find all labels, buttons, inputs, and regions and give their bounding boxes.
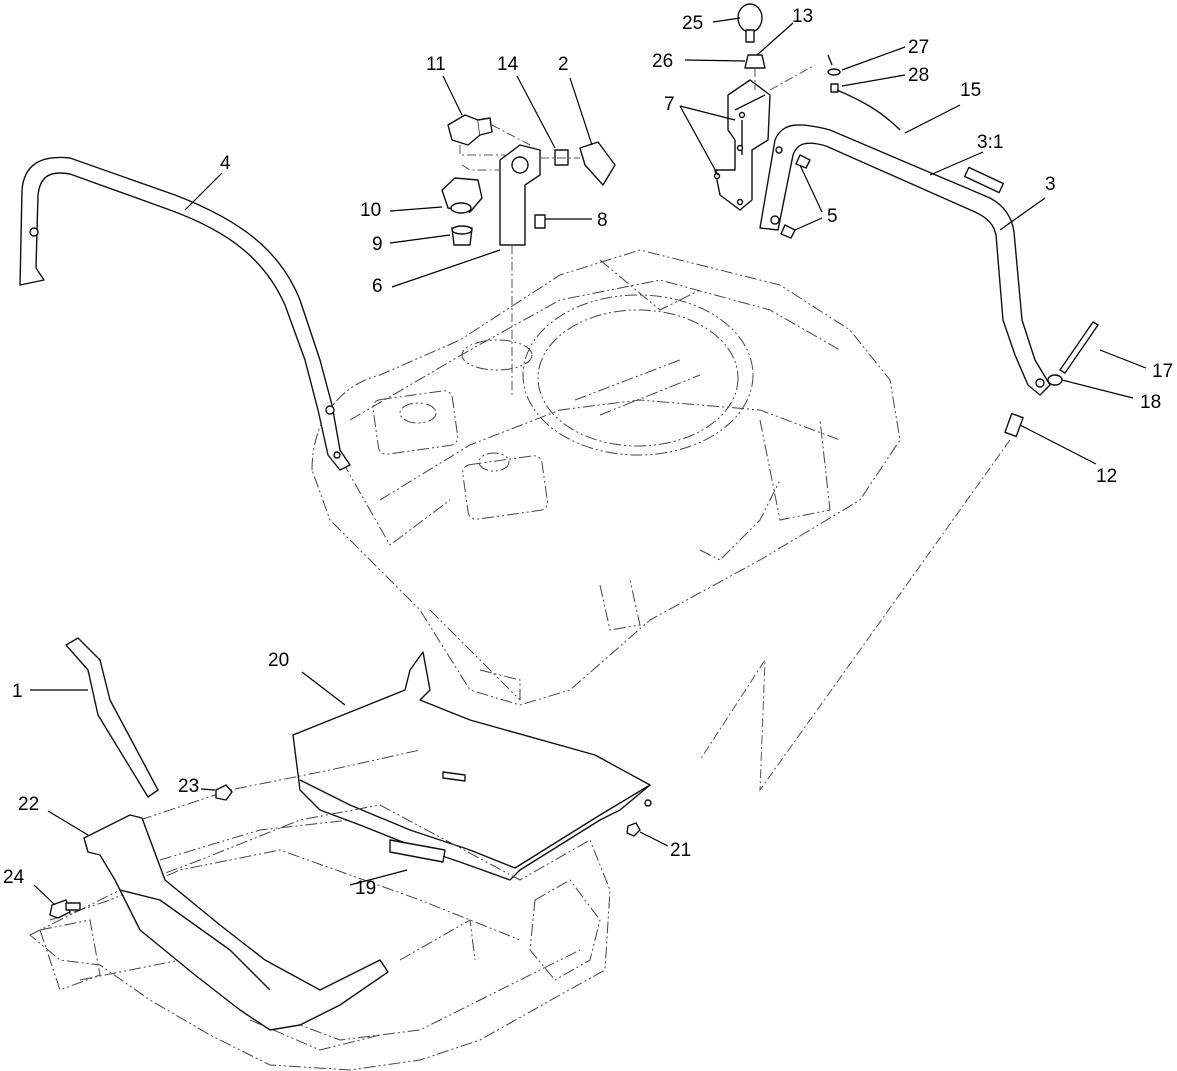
callout-6: 6 (372, 276, 383, 297)
callout-8: 8 (597, 210, 608, 231)
hoop-3 (759, 124, 1051, 396)
callout-4: 4 (220, 153, 231, 174)
callout-15: 15 (960, 80, 981, 101)
leader-lines (30, 17, 1147, 906)
pin-17 (699, 321, 1099, 792)
callout-3-1: 3:1 (977, 132, 1003, 153)
callout-10: 10 (360, 200, 381, 221)
fill-assembly (441, 114, 616, 395)
callout-22: 22 (18, 794, 39, 815)
callout-5: 5 (827, 206, 838, 227)
callout-1: 1 (12, 681, 23, 702)
callout-14: 14 (497, 54, 519, 75)
callout-11: 11 (426, 54, 446, 75)
callout-24: 24 (3, 867, 25, 888)
callout-3: 3 (1045, 174, 1056, 195)
callout-13: 13 (792, 6, 813, 27)
callout-7: 7 (664, 94, 675, 115)
callout-2: 2 (558, 54, 569, 75)
callout-23: 23 (178, 776, 199, 797)
callout-9: 9 (372, 234, 383, 255)
sensor-27-28 (827, 54, 901, 131)
callout-26: 26 (652, 51, 673, 72)
callout-18: 18 (1140, 392, 1161, 413)
guard-1 (65, 637, 159, 798)
callout-21: 21 (670, 840, 691, 861)
callout-labels: 1 2 3 3:1 4 5 6 7 8 9 10 11 12 13 14 15 … (3, 6, 1173, 899)
shelf-20 (292, 651, 652, 881)
tank-phantom (311, 249, 901, 706)
callout-17: 17 (1152, 361, 1173, 382)
callout-20: 20 (268, 650, 289, 671)
callout-12: 12 (1096, 466, 1117, 487)
callout-19: 19 (355, 878, 376, 899)
hoop-4 (19, 156, 351, 471)
cover-22 (83, 814, 389, 1031)
callout-25: 25 (682, 13, 703, 34)
callout-27: 27 (908, 37, 929, 58)
bracket-7 (713, 79, 811, 239)
fastener-23 (215, 784, 233, 801)
fastener-21 (626, 822, 641, 837)
callout-28: 28 (908, 65, 929, 86)
